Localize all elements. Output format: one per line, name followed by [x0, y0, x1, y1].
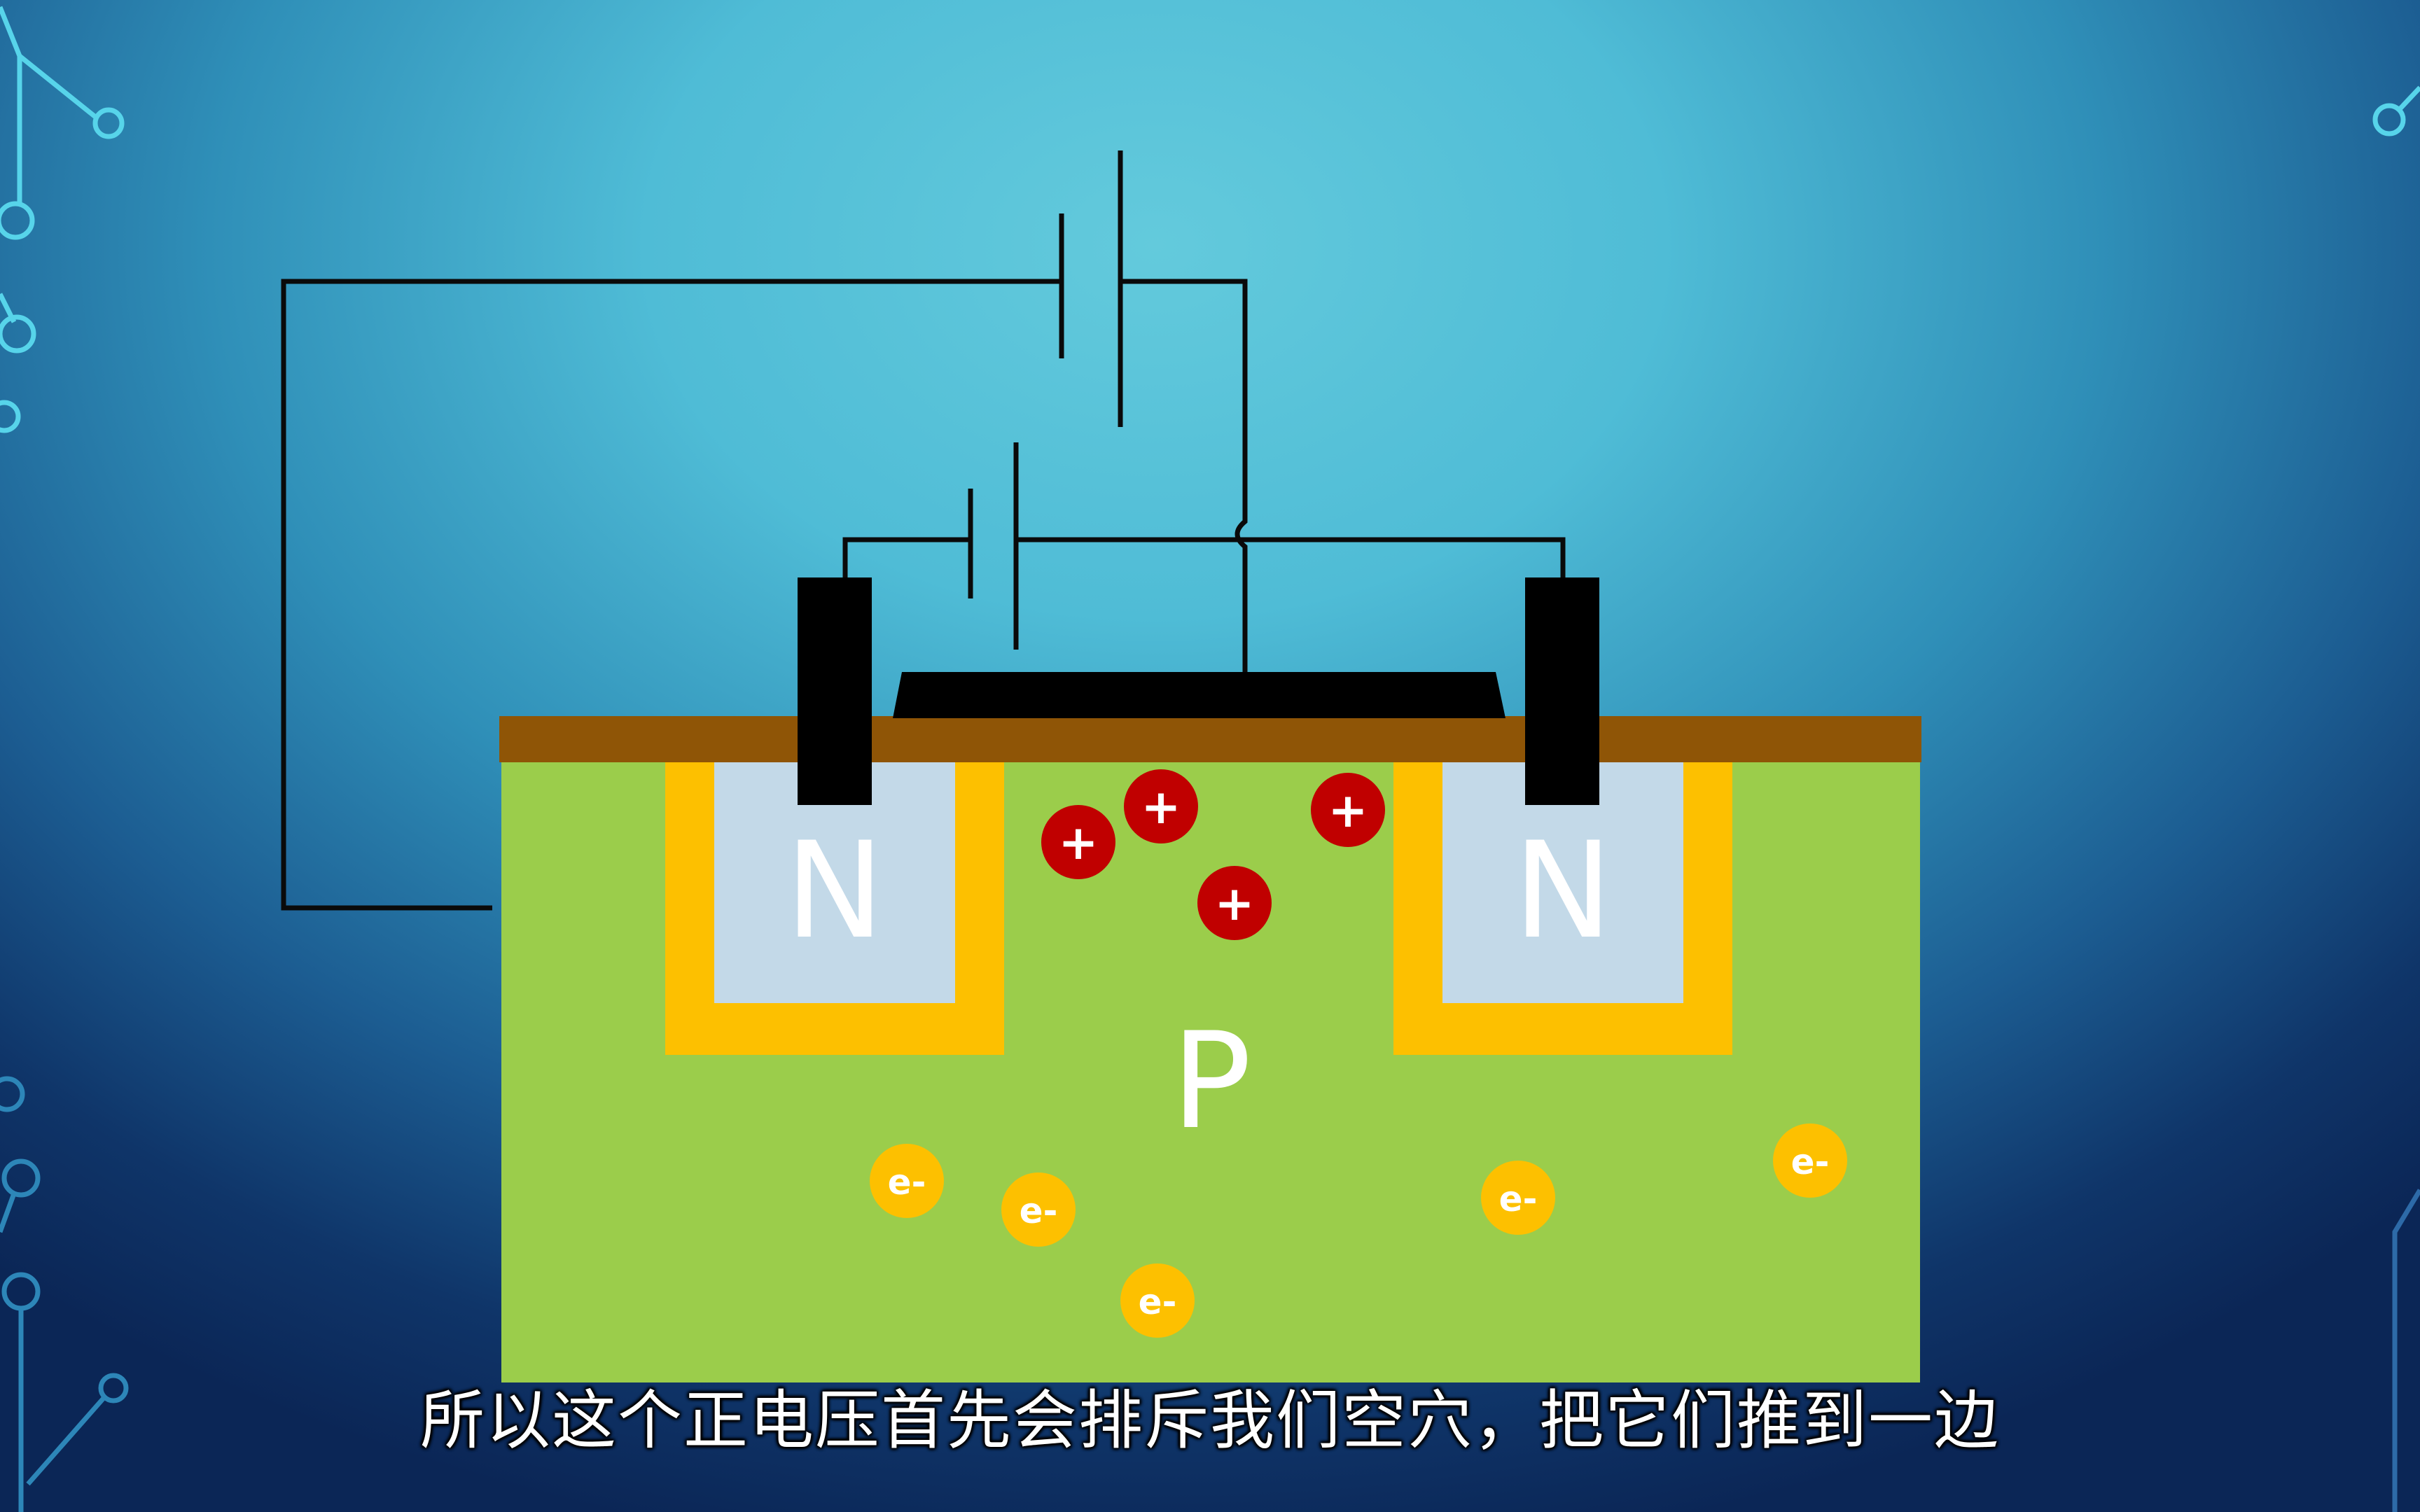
holes: + + + + [1041, 769, 1385, 940]
electron: e- [1120, 1264, 1195, 1338]
svg-text:+: + [1141, 780, 1181, 835]
electron: e- [1773, 1124, 1847, 1198]
oxide-layer [499, 716, 1921, 762]
hole: + [1197, 866, 1272, 940]
battery-drain [968, 442, 1019, 650]
subtitle-caption: 所以这个正电压首先会排斥我们空穴，把它们推到一边 [419, 1383, 2000, 1458]
electrons: e- e- e- e- e- [870, 1124, 1847, 1338]
svg-text:e-: e- [888, 1162, 926, 1203]
source-electrode [798, 578, 872, 805]
battery-gate [1059, 150, 1123, 427]
gate-electrode [893, 672, 1505, 718]
svg-text:+: + [1215, 876, 1255, 932]
circuit-wires [281, 279, 1566, 911]
circuit-decoration-right [2372, 85, 2420, 1512]
electron: e- [1481, 1161, 1555, 1235]
n-label-right: N [1513, 813, 1613, 968]
hole: + [1124, 769, 1198, 844]
p-label: P [1171, 1004, 1252, 1158]
svg-text:e-: e- [1499, 1179, 1538, 1219]
n-label-left: N [785, 813, 884, 968]
svg-text:+: + [1328, 783, 1368, 839]
drain-electrode [1525, 578, 1599, 805]
circuit-decoration-left [0, 6, 129, 1512]
electron: e- [870, 1144, 944, 1218]
svg-text:+: + [1059, 816, 1099, 871]
svg-text:e-: e- [1139, 1282, 1177, 1322]
svg-text:e-: e- [1791, 1142, 1830, 1182]
hole: + [1041, 805, 1115, 879]
hole: + [1311, 773, 1385, 847]
svg-text:e-: e- [1020, 1191, 1058, 1231]
electron: e- [1001, 1172, 1076, 1247]
